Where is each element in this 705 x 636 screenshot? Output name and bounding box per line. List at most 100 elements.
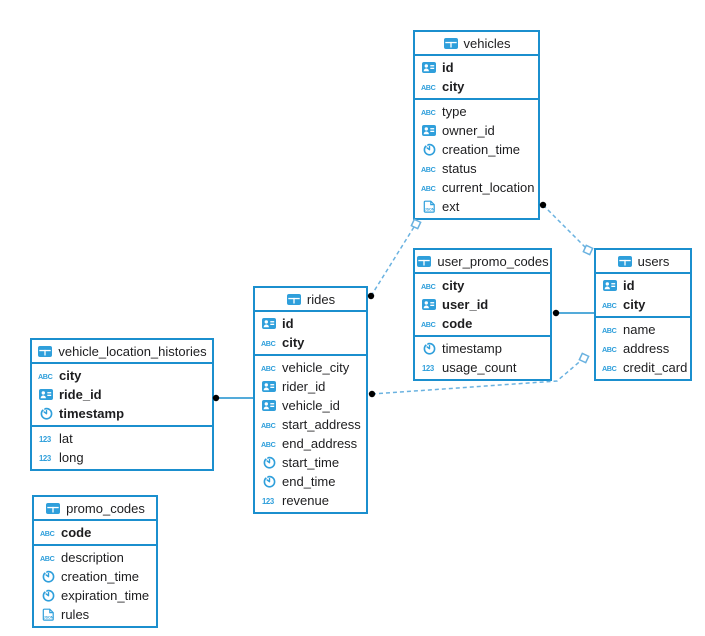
table-header[interactable]: vehicle_location_histories [32,340,212,364]
svg-text:ABC: ABC [261,364,276,373]
table-header[interactable]: promo_codes [34,497,156,521]
svg-text:ABC: ABC [261,421,276,430]
relationship-vehicles-users [539,201,594,256]
column-label: city [282,335,305,350]
table-name: rides [306,291,336,307]
column-row-owner_id[interactable]: owner_id [415,121,538,140]
column-label: rider_id [282,379,326,394]
column-label: type [442,104,467,119]
table-name: promo_codes [66,500,145,516]
column-row-creation_time[interactable]: creation_time [415,140,538,159]
table-name: user_promo_codes [437,253,549,269]
svg-text:ABC: ABC [40,554,55,563]
column-label: rules [61,607,90,622]
text-icon: ABC [40,528,56,538]
column-label: code [442,316,473,331]
column-row-id[interactable]: id [415,58,538,77]
text-icon: ABC [40,553,56,563]
column-row-city[interactable]: ABC city [255,333,366,352]
column-row-expiration_time[interactable]: expiration_time [34,586,156,605]
column-label: city [442,79,465,94]
text-icon: ABC [261,338,277,348]
column-label: id [623,278,635,293]
text-icon: ABC [421,183,437,193]
column-row-end_time[interactable]: end_time [255,472,366,491]
svg-text:ABC: ABC [421,184,436,193]
text-icon: ABC [261,363,277,373]
column-row-current_location[interactable]: ABC current_location [415,178,538,197]
id-icon [421,299,437,310]
column-row-code[interactable]: ABC code [415,314,550,333]
svg-text:ABC: ABC [421,320,436,329]
table-header[interactable]: user_promo_codes [415,250,550,274]
column-row-user_id[interactable]: user_id [415,295,550,314]
column-label: ride_id [59,387,102,402]
svg-text:123: 123 [39,435,52,444]
column-label: creation_time [442,142,521,157]
column-row-creation_time[interactable]: creation_time [34,567,156,586]
column-row-id[interactable]: id [255,314,366,333]
column-row-timestamp[interactable]: timestamp [415,339,550,358]
column-row-vehicle_id[interactable]: vehicle_id [255,396,366,415]
timestamp-icon [421,143,437,156]
id-icon [602,280,618,291]
column-row-long[interactable]: 123 long [32,448,212,467]
timestamp-icon [40,570,56,583]
column-row-rider_id[interactable]: rider_id [255,377,366,396]
svg-text:JSON: JSON [424,208,434,212]
relationship-line[interactable] [370,226,415,297]
table-header[interactable]: vehicles [415,32,538,56]
id-icon [421,125,437,136]
column-row-ride_id[interactable]: ride_id [32,385,212,404]
table-header[interactable]: users [596,250,690,274]
column-row-timestamp[interactable]: timestamp [32,404,212,423]
column-label: city [623,297,646,312]
number-icon: 123 [261,496,277,506]
relationship-vehicle_location_histories-rides [212,394,254,402]
column-label: long [59,450,84,465]
text-icon: ABC [602,344,618,354]
text-icon: ABC [261,420,277,430]
many-side-dot-marker [368,390,376,398]
number-icon: 123 [38,453,54,463]
column-label: current_location [442,180,535,195]
column-row-start_time[interactable]: start_time [255,453,366,472]
id-icon [261,381,277,392]
json-icon: JSON [421,200,437,213]
svg-text:ABC: ABC [602,301,617,310]
timestamp-icon [261,456,277,469]
one-side-square-marker [582,244,594,256]
column-row-city[interactable]: ABC city [596,295,690,314]
table-header[interactable]: rides [255,288,366,312]
column-row-id[interactable]: id [596,276,690,295]
relationship-line[interactable] [542,204,589,251]
